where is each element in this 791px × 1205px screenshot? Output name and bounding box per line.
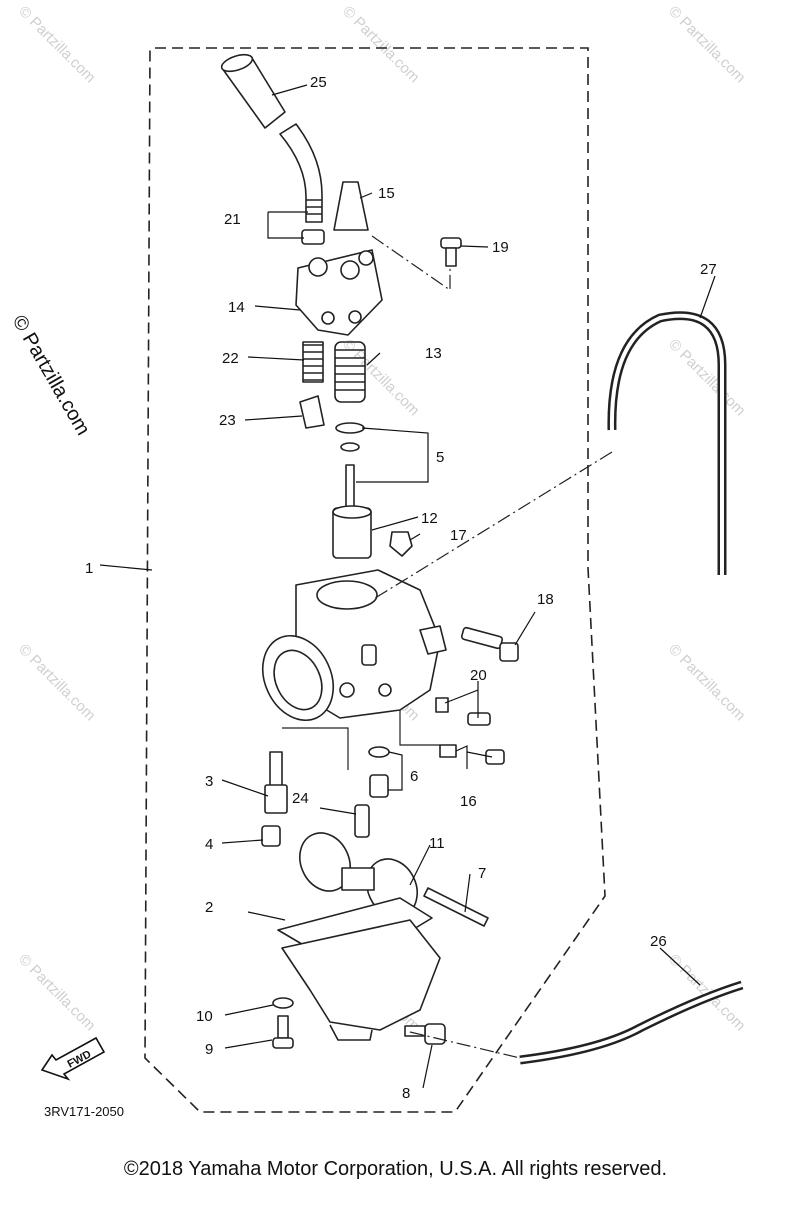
callout-4: 4 <box>205 836 213 853</box>
carburetor-body <box>261 569 447 722</box>
callout-9: 9 <box>205 1041 213 1058</box>
callout-20: 20 <box>470 667 487 684</box>
watermark: © Partzilla.com <box>15 3 98 86</box>
watermark: © Partzilla.com <box>665 336 748 419</box>
part-8-screw <box>404 1023 446 1045</box>
part-25-cap <box>220 53 286 129</box>
callout-17: 17 <box>450 527 467 544</box>
watermark: © Partzilla.com <box>665 3 748 86</box>
part-18-screw <box>461 626 519 662</box>
part-23-clip <box>299 395 325 429</box>
watermark-side: © Partzilla.com <box>8 312 94 440</box>
part-14-top-cap <box>295 249 383 336</box>
part-5-needle-set <box>335 422 365 514</box>
callout-2: 2 <box>205 899 213 916</box>
callouts: 1 2 3 4 5 6 7 8 9 10 11 12 13 14 15 16 1… <box>85 74 717 1102</box>
callout-21: 21 <box>224 211 241 228</box>
callout-6: 6 <box>410 768 418 785</box>
callout-5: 5 <box>436 449 444 466</box>
callout-16: 16 <box>460 793 477 810</box>
watermark: © Partzilla.com <box>665 951 748 1034</box>
callout-12: 12 <box>421 510 438 527</box>
watermark: © Partzilla.com <box>15 641 98 724</box>
callout-14: 14 <box>228 299 245 316</box>
diagram-code: 3RV171-2050 <box>44 1104 124 1119</box>
part-9-screw <box>272 1015 294 1049</box>
callout-24: 24 <box>292 790 309 807</box>
callout-23: 23 <box>219 412 236 429</box>
callout-15: 15 <box>378 185 395 202</box>
watermark: © Partzilla.com <box>15 951 98 1034</box>
fwd-arrow-icon: FWD <box>40 1036 106 1081</box>
part-3-needle-jet <box>264 751 288 814</box>
part-11-float <box>299 832 418 918</box>
leader-lines <box>99 84 716 1089</box>
callout-8: 8 <box>402 1085 410 1102</box>
part-26-drain-hose <box>519 980 744 1065</box>
callout-3: 3 <box>205 773 213 790</box>
callout-25: 25 <box>310 74 327 91</box>
copyright-notice: ©2018 Yamaha Motor Corporation, U.S.A. A… <box>123 1158 668 1180</box>
watermark: © Partzilla.com <box>339 3 422 86</box>
callout-19: 19 <box>492 239 509 256</box>
callout-27: 27 <box>700 261 717 278</box>
callout-18: 18 <box>537 591 554 608</box>
part-16-screw-set <box>439 744 505 765</box>
callout-7: 7 <box>478 865 486 882</box>
part-6-main-jet <box>368 746 390 798</box>
callout-22: 22 <box>222 350 239 367</box>
part-19-screw <box>440 237 462 267</box>
part-12-throttle-valve <box>332 505 372 559</box>
callout-10: 10 <box>196 1008 213 1025</box>
assembly-boundary <box>144 47 606 1113</box>
callout-13: 13 <box>425 345 442 362</box>
part-20-screw-set <box>435 697 491 726</box>
part-10-washer <box>272 997 294 1009</box>
part-7-float-pin <box>423 887 489 927</box>
part-24-pilot-jet <box>354 804 370 838</box>
part-13-spring <box>334 341 366 403</box>
callout-1: 1 <box>85 560 93 577</box>
assembly-lines <box>282 235 613 1059</box>
part-4-plug <box>261 825 281 847</box>
part-15-boot <box>333 181 369 231</box>
watermark: © Partzilla.com <box>665 641 748 724</box>
callout-11: 11 <box>429 835 445 852</box>
part-21-cable-adjuster <box>279 123 325 245</box>
part-17-nut <box>389 531 413 557</box>
callout-26: 26 <box>650 933 667 950</box>
watermark: © Partzilla.com <box>339 336 422 419</box>
part-27-breather-hose <box>607 311 727 575</box>
float-chamber <box>281 919 441 1041</box>
part-22-spring <box>302 341 324 383</box>
